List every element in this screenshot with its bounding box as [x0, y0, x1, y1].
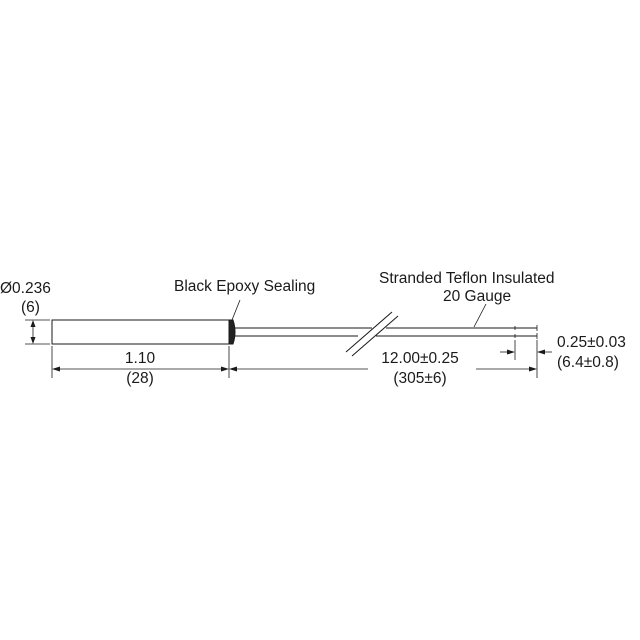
strip-length-dimension: [500, 340, 552, 360]
lead-length-label-in: 12.00±0.25: [381, 350, 458, 367]
epoxy-seal: [228, 319, 236, 345]
strip-length-label-in: 0.25±0.03: [557, 334, 626, 351]
break-symbol: [345, 311, 399, 357]
epoxy-label: Black Epoxy Sealing: [174, 278, 315, 295]
body-length-label-mm: (28): [126, 370, 154, 387]
body-length-label-in: 1.10: [125, 350, 156, 367]
epoxy-leader-line: [231, 299, 241, 321]
wire-leader-line: [473, 303, 487, 328]
sensor-body: [51, 319, 230, 345]
diameter-label-mm: (6): [21, 299, 40, 316]
lead-length-label-mm: (305±6): [393, 370, 446, 387]
diameter-dimension: [25, 319, 50, 345]
wire-gauge-label: 20 Gauge: [443, 288, 511, 305]
diameter-label-in: Ø0.236: [0, 280, 51, 297]
body-length-dimension: [51, 346, 230, 378]
lead-wires-right: [376, 327, 515, 337]
lead-length-dimension: [229, 340, 538, 378]
stripped-wire-ends: [514, 325, 538, 339]
lead-wires-left: [235, 327, 372, 337]
wire-type-label: Stranded Teflon Insulated: [379, 270, 555, 287]
strip-length-label-mm: (6.4±0.8): [557, 354, 619, 371]
